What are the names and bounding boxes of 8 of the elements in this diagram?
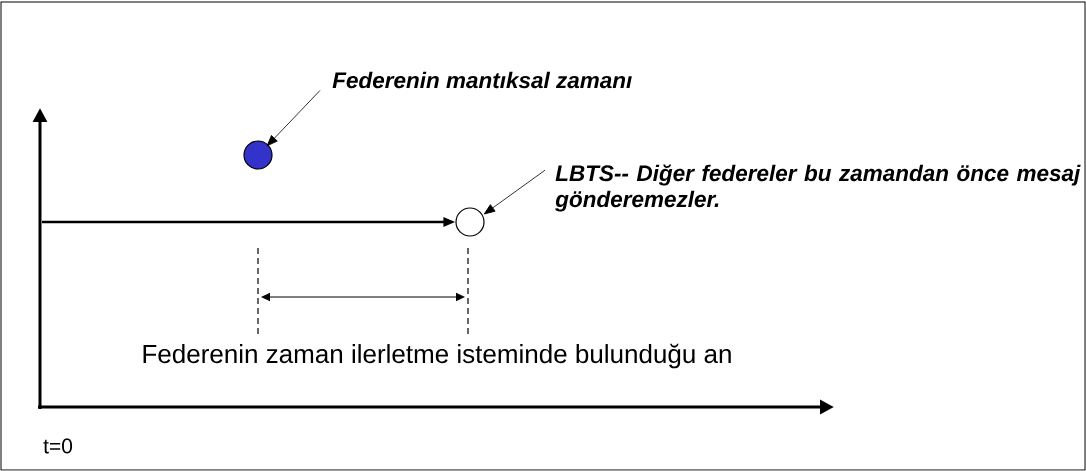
caption-text: Federenin zaman ilerletme isteminde bulunduğu an [143,343,731,369]
arrow [483,169,546,215]
dot [455,207,485,237]
callout-text: LBTS-- Diğer federeler bu zamandan önce mesaj gönderemezler. [555,164,1081,212]
origin-label: t=0 [43,438,73,454]
dot [243,140,273,170]
arrow [266,90,321,147]
callout-text: Federenin mantıksal zamanı [332,71,632,89]
